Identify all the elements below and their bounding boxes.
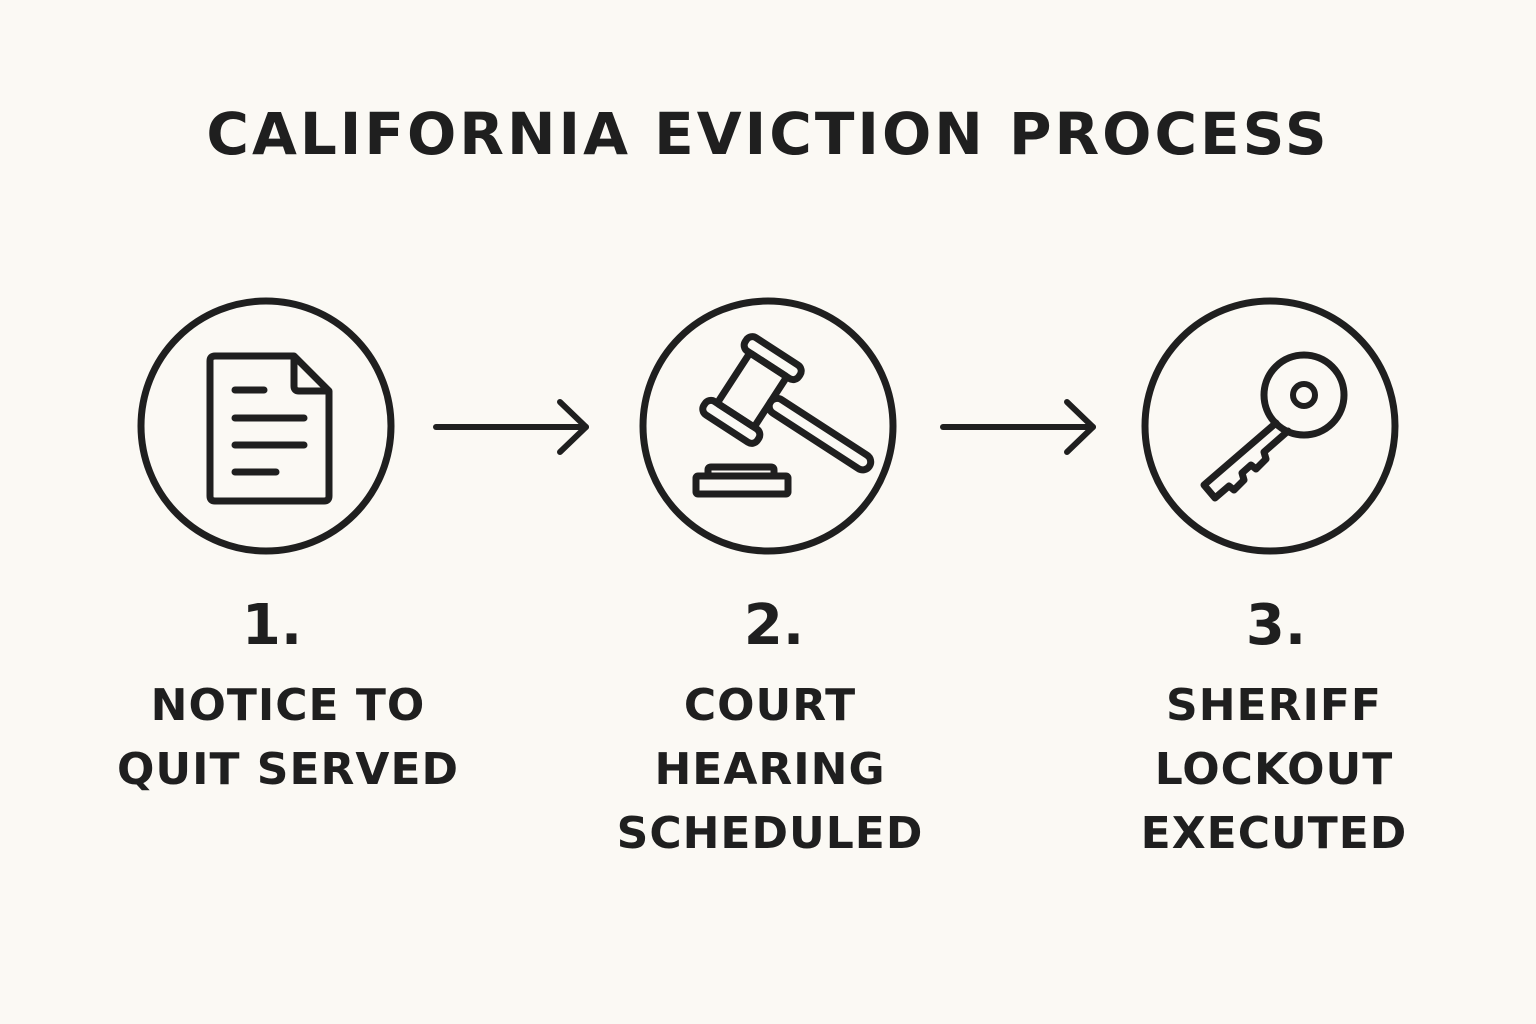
step-1-number: 1. xyxy=(241,593,303,658)
step-2-label-line-3: SCHEDULED xyxy=(616,808,924,859)
diagram-title: CALIFORNIA EVICTION PROCESS xyxy=(206,100,1330,168)
step-3-label-line-1: SHERIFF xyxy=(1166,680,1382,731)
step-3-label-line-3: EXECUTED xyxy=(1140,808,1408,859)
step-1-label-line-2: QUIT SERVED xyxy=(116,744,460,795)
arrow-right-icon xyxy=(433,399,589,455)
step-2-number: 2. xyxy=(743,593,805,658)
arrow-right-icon xyxy=(940,399,1096,455)
step-2-label-line-1: COURT xyxy=(683,680,857,731)
step-3-label-line-2: LOCKOUT xyxy=(1154,744,1394,795)
step-3-number: 3. xyxy=(1245,593,1307,658)
step-1-document-icon xyxy=(137,297,395,555)
step-2-gavel-icon xyxy=(639,297,897,555)
step-2-label-line-2: HEARING xyxy=(654,744,886,795)
step-2-label: COURT HEARING SCHEDULED xyxy=(570,674,970,866)
step-1-label: NOTICE TO QUIT SERVED xyxy=(88,674,488,802)
step-1-label-line-1: NOTICE TO xyxy=(150,680,426,731)
step-3-label: SHERIFF LOCKOUT EXECUTED xyxy=(1074,674,1474,866)
step-3-key-icon xyxy=(1141,297,1399,555)
